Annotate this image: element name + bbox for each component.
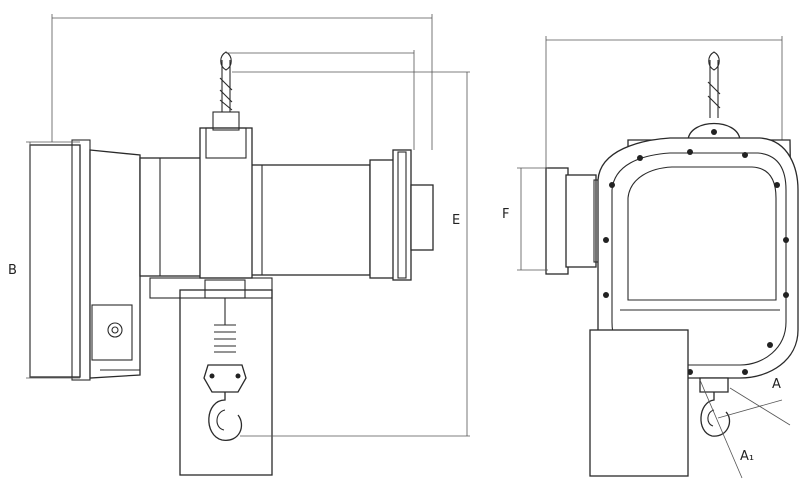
front-suspension bbox=[687, 51, 741, 141]
label-b: B bbox=[8, 263, 17, 278]
dimension-b: B bbox=[8, 141, 80, 379]
front-chain-container bbox=[589, 329, 689, 477]
gearbox-housing bbox=[597, 137, 799, 379]
dimension-f: F bbox=[502, 167, 548, 271]
front-hook bbox=[699, 377, 731, 437]
dimension-e: E bbox=[232, 71, 470, 437]
motor-body bbox=[139, 149, 434, 281]
label-a1: A₁ bbox=[740, 449, 754, 464]
motor-side-cap bbox=[545, 167, 609, 275]
motor-end-cap bbox=[29, 139, 141, 381]
dimension-a: A A₁ bbox=[699, 377, 791, 479]
front-view: F A A₁ bbox=[502, 36, 799, 479]
label-a: A bbox=[772, 377, 781, 392]
overall-length-dimension bbox=[51, 14, 433, 150]
hook-assembly bbox=[203, 298, 247, 441]
suspension-frame bbox=[199, 51, 253, 279]
label-f: F bbox=[502, 207, 509, 222]
label-e: E bbox=[452, 213, 460, 228]
side-view: B E bbox=[8, 14, 470, 476]
